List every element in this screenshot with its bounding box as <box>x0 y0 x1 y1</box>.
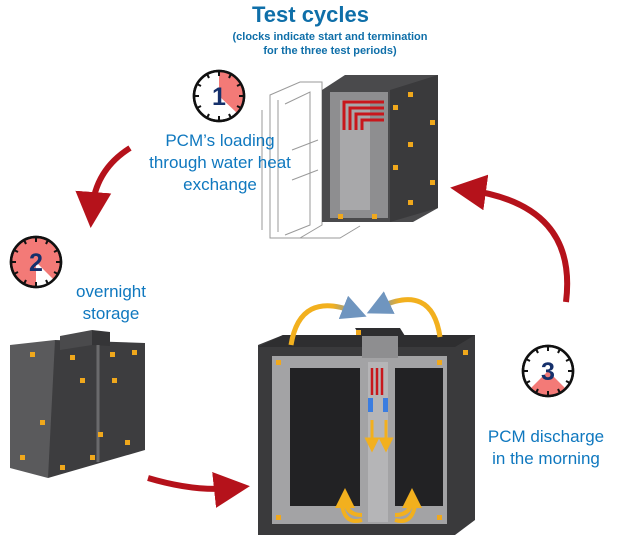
airflow-arrow <box>366 291 443 338</box>
step-1-label: PCM’s loading through water heat exchang… <box>130 130 310 196</box>
cavity-left <box>290 368 360 506</box>
step-1-label-line: PCM’s loading <box>165 131 275 150</box>
internal-airflow <box>335 420 422 523</box>
pcm-unit-loading <box>261 75 438 239</box>
subtitle-line-2: for the three test periods) <box>263 45 397 57</box>
clock-icon: 1 <box>192 69 246 123</box>
clock-number: 2 <box>29 249 43 277</box>
manifold <box>362 336 398 358</box>
casing-front <box>10 340 55 478</box>
airflow-arrow <box>288 295 367 346</box>
heat-exchanger-pipes <box>342 100 384 130</box>
cycle-arrow <box>147 472 250 508</box>
clock-number: 3 <box>541 358 555 386</box>
bolts-unit-2 <box>20 350 137 470</box>
wireframe-parts <box>261 81 361 239</box>
bolts-unit-3 <box>276 330 468 520</box>
clock-icon: 3 <box>521 344 575 398</box>
clock-number: 1 <box>212 83 226 111</box>
step-3-label: PCM discharge in the morning <box>478 426 614 470</box>
step-2-label: overnight storage <box>56 281 166 325</box>
step-2-label-line: overnight <box>76 282 146 301</box>
airflow-arrow <box>394 488 422 517</box>
pcm-unit-storage <box>10 330 145 478</box>
step-2-label-line: storage <box>82 304 140 323</box>
step-3-label-line: in the morning <box>492 449 600 468</box>
clock-icon: 2 <box>9 235 63 289</box>
page-title: Test cycles <box>251 2 369 27</box>
subtitle-line-1: (clocks indicate start and termination <box>232 31 428 43</box>
bolts-unit-1 <box>338 92 435 219</box>
pcm-unit-discharge <box>258 291 475 535</box>
casing-side <box>390 75 438 222</box>
cavity-right <box>395 368 443 506</box>
airflow-arrow <box>335 488 363 517</box>
heat-exchanger-pipes <box>370 368 384 395</box>
step-1-label-line: exchange <box>183 175 257 194</box>
casing-top-cap <box>60 330 92 350</box>
step-3-label-line: PCM discharge <box>487 427 605 446</box>
subtitle: (clocks indicate start and termination f… <box>200 30 460 58</box>
cycle-arrow <box>450 174 571 303</box>
step-1-label-line: through water heat <box>149 153 291 172</box>
cycle-arrow <box>75 145 132 228</box>
